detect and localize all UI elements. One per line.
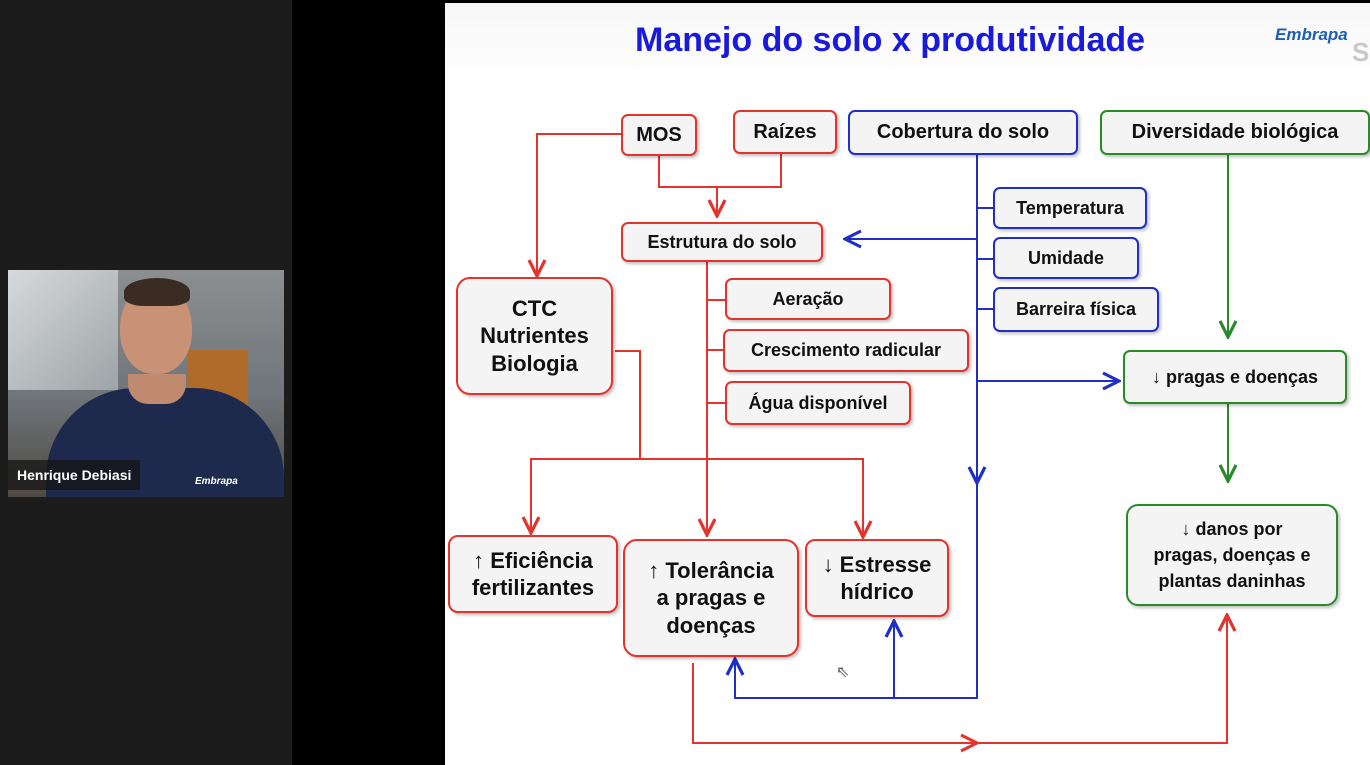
slide-title: Manejo do solo x produtividade	[635, 21, 1146, 59]
shared-slide: Manejo do solo x produtividade Embrapa S	[445, 3, 1370, 765]
eficiencia-line-2: fertilizantes	[471, 575, 595, 600]
ctc-line-1: CTC	[511, 295, 558, 321]
participant-name-label: Henrique Debiasi	[8, 460, 141, 490]
box-crescimento-radicular: Crescimento radicular	[723, 329, 969, 372]
box-ctc-nutrientes-biologia: CTC Nutrientes Biologia	[456, 277, 613, 395]
box-estresse-hidrico: ↓ Estresse hídrico	[805, 539, 949, 617]
participant-video[interactable]	[8, 270, 284, 497]
line-cobertura-branches	[977, 207, 993, 310]
line-mos-raizes-estrutura	[658, 153, 782, 216]
box-umidade: Umidade	[993, 237, 1139, 279]
estresse-line-1: ↓ Estresse	[822, 551, 932, 577]
tolerancia-line-3: doenças	[666, 612, 756, 638]
diagram-connectors	[445, 133, 1370, 765]
eficiencia-line-1: ↑ Eficiência	[473, 547, 593, 573]
box-mos: MOS	[621, 114, 697, 156]
embrapa-logo: Embrapa	[1275, 25, 1348, 44]
video-person-hair	[124, 278, 190, 306]
danos-line-1: ↓ danos por	[1181, 518, 1283, 539]
shirt-logo: Embrapa	[195, 476, 238, 487]
tolerancia-line-1: ↑ Tolerância	[648, 557, 774, 583]
box-danos-pragas-daninhas: ↓ danos por pragas, doenças e plantas da…	[1126, 504, 1338, 606]
estresse-line-2: hídrico	[840, 579, 914, 604]
box-cobertura-do-solo: Cobertura do solo	[848, 110, 1078, 155]
box-aeracao: Aeração	[725, 278, 891, 320]
box-diversidade-biologica: Diversidade biológica	[1100, 110, 1370, 155]
box-pragas-e-doencas: ↓ pragas e doenças	[1123, 350, 1347, 404]
ctc-line-3: Biologia	[491, 350, 578, 376]
danos-line-3: plantas daninhas	[1158, 571, 1306, 592]
mouse-cursor-icon: ⇖	[836, 664, 850, 681]
box-estrutura-do-solo: Estrutura do solo	[621, 222, 823, 262]
box-eficiencia-fertilizantes: ↑ Eficiência fertilizantes	[448, 535, 618, 613]
slide-header	[445, 3, 1370, 69]
video-person-neck	[128, 374, 186, 404]
box-raizes: Raízes	[733, 110, 837, 154]
danos-line-2: pragas, doenças e	[1153, 544, 1311, 565]
logo-partial: S	[1352, 37, 1370, 67]
box-agua-disponivel: Água disponível	[725, 381, 911, 425]
screen-share-margin	[292, 0, 445, 765]
box-tolerancia-pragas-doencas: ↑ Tolerância a pragas e doenças	[623, 539, 799, 657]
line-branch-aeracao	[707, 299, 725, 404]
line-mos-ctc	[537, 133, 625, 276]
ctc-line-2: Nutrientes	[480, 323, 589, 349]
box-barreira-fisica: Barreira física	[993, 287, 1159, 332]
box-temperatura: Temperatura	[993, 187, 1147, 229]
tolerancia-line-2: a pragas e	[656, 585, 766, 611]
video-window-light	[8, 270, 118, 390]
line-cobertura-bottom	[735, 483, 978, 699]
